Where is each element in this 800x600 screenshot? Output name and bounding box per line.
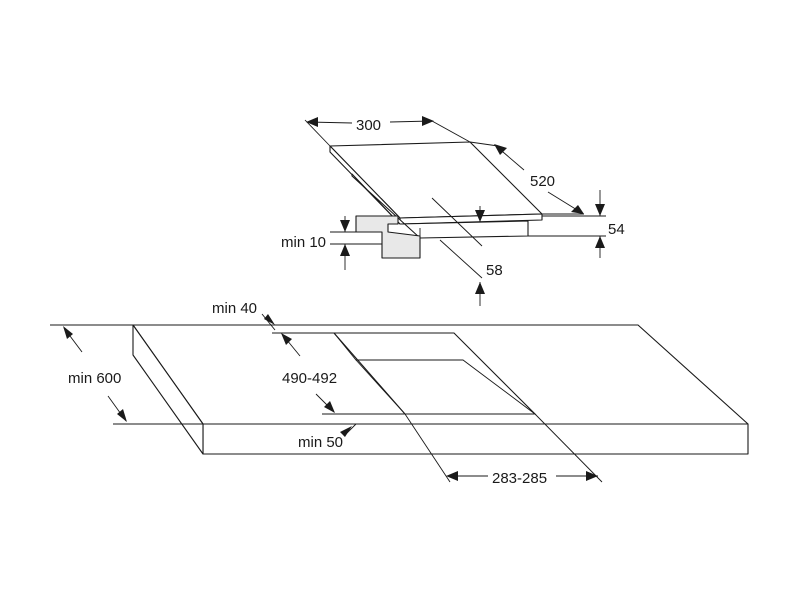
label-front-margin: min 50 (298, 434, 343, 451)
label-hob-height: 54 (608, 221, 625, 238)
dim-hob-width: 300 (304, 116, 471, 147)
dim-hob-depth: 520 (469, 141, 584, 215)
dim-hob-height: 54 (528, 190, 625, 258)
label-back-margin: min 40 (212, 300, 257, 317)
label-worktop-depth: min 600 (68, 370, 121, 387)
label-cutout-width: 283-285 (492, 470, 547, 487)
dim-clearance: min 10 (281, 216, 382, 270)
dim-worktop-depth: min 600 (50, 324, 203, 425)
dim-front-margin: min 50 (298, 423, 357, 451)
hob (329, 141, 543, 239)
label-clearance: min 10 (281, 234, 326, 251)
label-hob-width: 300 (356, 117, 381, 134)
dim-cutout-depth: 490-492 (272, 332, 405, 415)
label-cutout-depth: 490-492 (282, 370, 337, 387)
dim-insert-depth: 58 (431, 197, 503, 306)
worktop-front-face (202, 423, 749, 455)
label-insert-depth: 58 (486, 262, 503, 279)
dim-cutout-width: 283-285 (404, 413, 603, 487)
label-hob-depth: 520 (530, 173, 555, 190)
worktop-side-face (132, 324, 204, 455)
worktop (132, 324, 749, 455)
